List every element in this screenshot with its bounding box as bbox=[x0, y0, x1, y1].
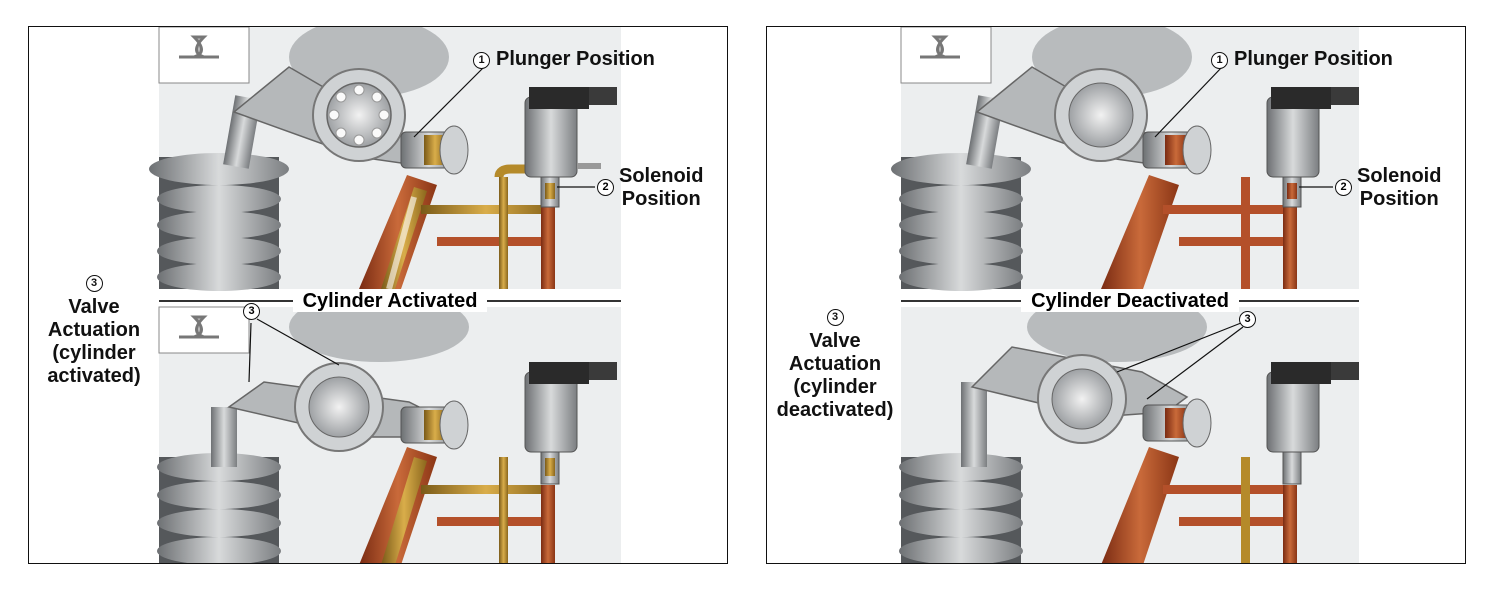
valve-line-2: Actuation bbox=[47, 319, 141, 341]
banner-text: Cylinder Deactivated bbox=[1021, 290, 1239, 312]
solenoid-position-label: Solenoid Position bbox=[619, 165, 703, 211]
valve-line-1: Valve bbox=[68, 296, 120, 318]
bottom-photo-activated bbox=[157, 292, 621, 563]
cylinder-deactivated-banner: Cylinder Deactivated bbox=[901, 289, 1359, 321]
engine-illustration-deactivated bbox=[891, 27, 1359, 563]
plunger-position-label: 1 Plunger Position bbox=[473, 48, 655, 71]
valve-line-4: deactivated) bbox=[776, 399, 894, 421]
callout-number-3: 3 bbox=[85, 275, 103, 292]
valve-line-4: activated) bbox=[47, 365, 141, 387]
callout-number-3: 3 bbox=[243, 303, 260, 320]
callout-number-1: 1 bbox=[473, 52, 490, 69]
plunger-position-text: Plunger Position bbox=[496, 48, 655, 70]
leader-lines-activated bbox=[248, 66, 595, 383]
banner-text: Cylinder Activated bbox=[292, 290, 488, 312]
engine-illustration-activated bbox=[149, 27, 621, 563]
solenoid-line-2: Position bbox=[1359, 188, 1439, 210]
plunger-position-text: Plunger Position bbox=[1234, 48, 1393, 70]
callout-number-2: 2 bbox=[1335, 179, 1352, 196]
valve-line-3: (cylinder bbox=[52, 342, 136, 364]
solenoid-line-2: Position bbox=[621, 188, 701, 210]
valve-line-1: Valve bbox=[809, 330, 861, 352]
callout-number-3: 3 bbox=[826, 309, 844, 326]
callout-number-2: 2 bbox=[597, 179, 614, 196]
plunger-position-label: 1 Plunger Position bbox=[1211, 48, 1393, 71]
valve-actuation-label: 3 Valve Actuation (cylinder activated) bbox=[35, 275, 153, 388]
panel-cylinder-deactivated: 1 Plunger Position 2 Solenoid Position Cy… bbox=[766, 26, 1466, 564]
top-photo-deactivated bbox=[891, 27, 1359, 291]
panel-cylinder-activated: 1 Plunger Position 2 Solenoid Position Cy… bbox=[28, 26, 728, 564]
bottom-photo-deactivated bbox=[899, 292, 1359, 563]
valve-actuation-label: 3 Valve Actuation (cylinder deactivated) bbox=[773, 309, 897, 422]
leader-lines-deactivated bbox=[1116, 66, 1333, 400]
valve-line-3: (cylinder bbox=[793, 376, 877, 398]
callout-number-3: 3 bbox=[1239, 311, 1256, 328]
valve-line-2: Actuation bbox=[788, 353, 882, 375]
solenoid-line-1: Solenoid bbox=[619, 165, 704, 187]
solenoid-position-label: Solenoid Position bbox=[1357, 165, 1441, 211]
solenoid-line-1: Solenoid bbox=[1357, 165, 1442, 187]
top-photo-activated bbox=[149, 27, 621, 291]
callout-number-1: 1 bbox=[1211, 52, 1228, 69]
cylinder-activated-banner: Cylinder Activated bbox=[159, 289, 621, 321]
